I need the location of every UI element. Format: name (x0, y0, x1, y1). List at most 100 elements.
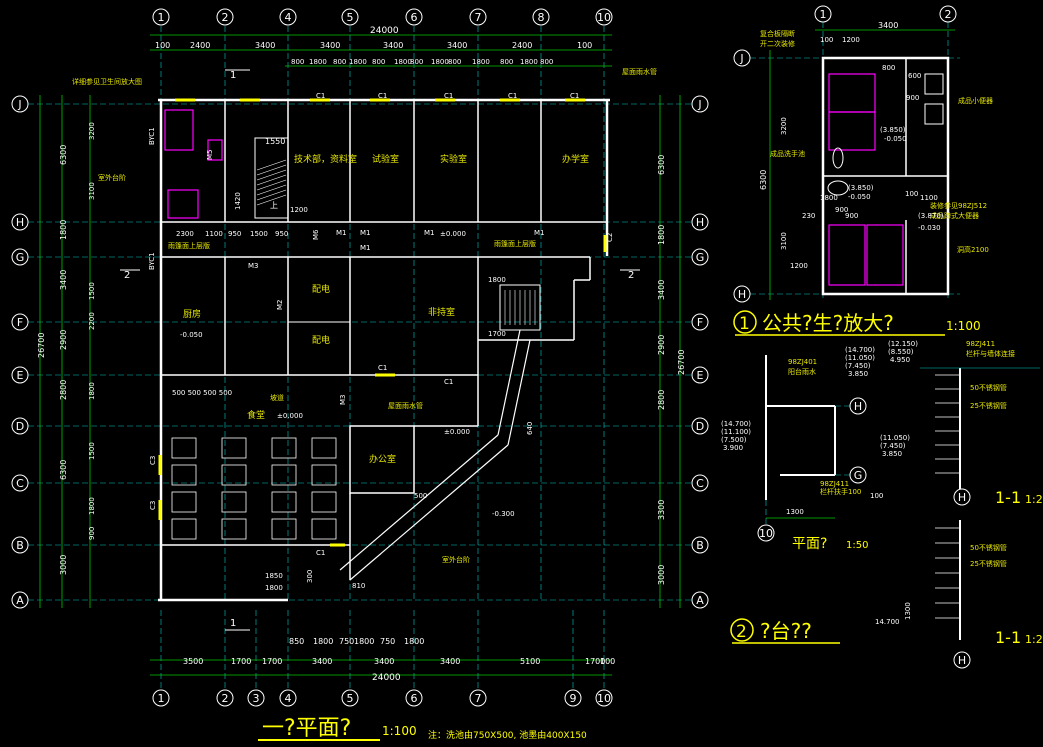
right-axis-bubble-label: C (696, 477, 704, 490)
detail2-axis-bubble-circle (849, 397, 867, 415)
dim-bottom-1: 1700 (231, 657, 251, 666)
dim-right-6: 3000 (657, 565, 666, 585)
dim-bottom-3: 3400 (312, 657, 332, 666)
dim-500: 500 (414, 492, 427, 500)
detail1-axis-bubble-label: 1 (820, 8, 827, 21)
top-axis-bubble-circle (469, 8, 487, 26)
window-c1: C1 (570, 92, 579, 100)
dim-left-4: 2800 (59, 380, 68, 400)
dining-table (271, 491, 297, 513)
dim-1420: 1420 (234, 192, 242, 210)
left-axis-bubble-circle (11, 95, 29, 113)
bottom-axis-bubble-label: 10 (597, 692, 611, 705)
detail1-dim-top-a: 100 (820, 36, 833, 44)
dining-table (171, 518, 197, 540)
dim-top-window-12: 800 (540, 58, 553, 66)
detail1-sink (827, 180, 849, 196)
detail1-inner-dim: 800 (882, 64, 895, 72)
section2-label: 50不锈钢管 (970, 543, 1007, 552)
detail1-dim-left-b: 3100 (780, 232, 788, 250)
bottom-axis-bubble-label: 1 (158, 692, 165, 705)
room-label: 食堂 (247, 409, 265, 421)
right-axis-bubble-circle (691, 591, 709, 609)
right-axis-bubble-circle (691, 536, 709, 554)
stair-enclosure-north (254, 137, 289, 219)
dim-bottom-window-0: 850 (289, 637, 304, 646)
bottom-axis-bubble-circle (216, 689, 234, 707)
top-axis-bubble-label: 6 (411, 11, 418, 24)
dining-table (221, 491, 247, 513)
section2-scale: 1:20 (1025, 633, 1043, 646)
plan-scale: 1:100 (382, 724, 417, 738)
section2-label: 25不锈钢管 (970, 559, 1007, 568)
fixtures (164, 73, 944, 540)
window-c3-label: C3 (149, 456, 157, 465)
stair-tread (256, 189, 287, 201)
right-axis-bubble-circle (691, 474, 709, 492)
left-axis-bubble-circle (11, 313, 29, 331)
detail2-elev: 4.950 (890, 356, 910, 364)
label-roof-drain: 屋面雨水管 (622, 67, 657, 76)
left-axis-bubble-label: E (17, 369, 24, 382)
bottom-axis-bubble-circle (405, 689, 423, 707)
detail1-inner-dim: 1800 (820, 194, 838, 202)
section1-axis-bubble-circle (953, 488, 971, 506)
window-c3-label: C3 (149, 501, 157, 510)
walls (120, 56, 1040, 640)
top-axis-bubble-circle (279, 8, 297, 26)
detail1-index: 1 (739, 314, 750, 334)
dim-right-4: 2800 (657, 390, 666, 410)
label-canopy-2: 雨篷面上层版 (494, 239, 536, 248)
right-axis-bubble-circle (691, 313, 709, 331)
section1-label: 98ZJ411 (966, 340, 995, 348)
left-axis-bubble-label: B (16, 539, 24, 552)
window-c1: C1 (316, 92, 325, 100)
detail2-index: 2 (736, 622, 747, 642)
dim-top-window-6: 800 (410, 58, 423, 66)
dim-left-6: 3000 (59, 555, 68, 575)
door-m1: M1 (336, 229, 347, 237)
dining-table (271, 518, 297, 540)
bottom-axis-bubble-circle (469, 689, 487, 707)
dim-1500: 1500 (250, 230, 268, 238)
dining-table (221, 518, 247, 540)
detail2-label: 98ZJ401 (788, 358, 817, 366)
detail1-label: 洞高2100 (957, 245, 989, 254)
dim-top-window-3: 1800 (349, 58, 367, 66)
detail2-title: ?台?? (760, 619, 812, 643)
right-axis-bubble-label: E (697, 369, 704, 382)
detail2-subtitle: 平面? (792, 536, 827, 552)
top-axis-bubble-label: 4 (285, 11, 292, 24)
dim-left-5: 6300 (59, 460, 68, 480)
right-axis-bubble-label: J (697, 98, 701, 111)
dim-bottom-window-5: 1800 (404, 637, 424, 646)
dim-right-total: 26700 (677, 350, 686, 375)
door-m3: M3 (248, 262, 259, 270)
dim-left-sub-2: 1500 (88, 282, 96, 300)
detail2-dim: 1300 (904, 602, 912, 620)
stair-up-label: 上 (270, 201, 278, 210)
elev-label: ±0.000 (277, 412, 303, 420)
dim-bottom-0: 3500 (183, 657, 203, 666)
dining-table (271, 437, 297, 459)
dim-bottom-total: 24000 (372, 673, 401, 683)
room-label: 非持室 (428, 306, 455, 318)
detail2-dim: 1300 (786, 508, 804, 516)
dim-right-3: 2900 (657, 335, 666, 355)
ramp-line-3 (497, 329, 521, 436)
urinal (207, 139, 223, 161)
detail1-inner-dim: 100 (905, 190, 918, 198)
room-label: 实验室 (440, 153, 467, 165)
right-axis-bubble-circle (691, 366, 709, 384)
elev-label: ±0.000 (444, 428, 470, 436)
detail2-elev: 3.850 (848, 370, 868, 378)
detail1-label: 装修参见98ZJ512 (930, 201, 987, 210)
dim-1800b: 1800 (265, 584, 283, 592)
top-axis-bubble-circle (595, 8, 613, 26)
dim-left-sub-3: 2200 (88, 312, 96, 330)
dim-left-sub-7: 900 (88, 527, 96, 540)
left-axis-bubble-circle (11, 417, 29, 435)
toilet-stall (164, 109, 194, 151)
top-axis-bubble-circle (405, 8, 423, 26)
bottom-axis-bubble-circle (564, 689, 582, 707)
